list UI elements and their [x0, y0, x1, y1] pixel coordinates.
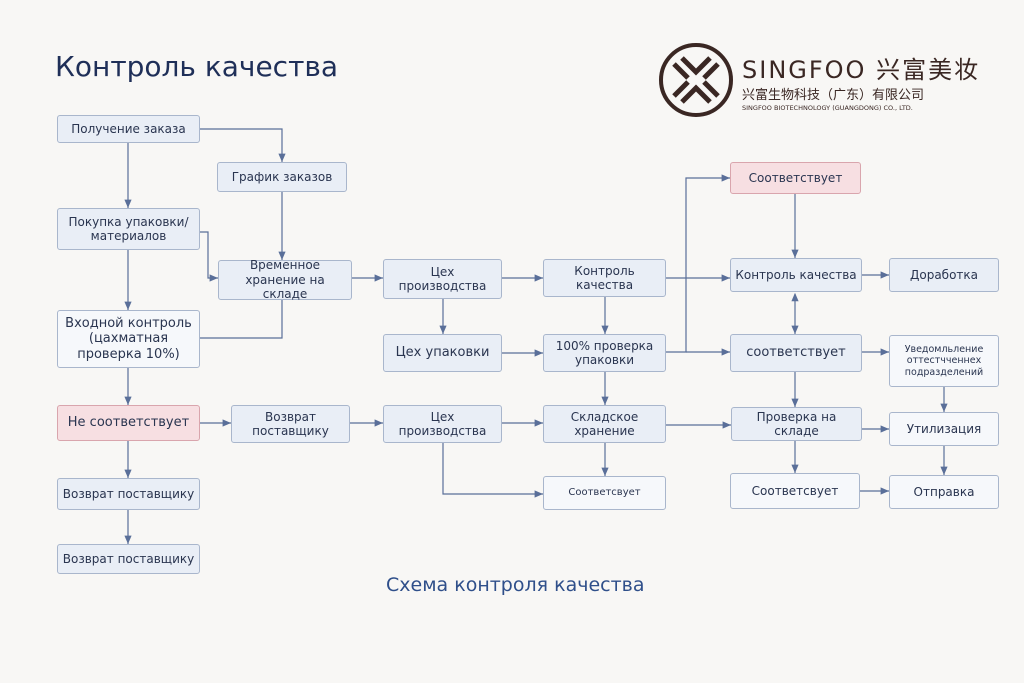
step-rework: Доработка	[889, 258, 999, 292]
step-quality-control-2: Контроль качества	[730, 258, 862, 292]
diagram-caption: Схема контроля качества	[386, 574, 645, 596]
step-conforms-pink: Соответствует	[730, 162, 861, 194]
brand-name: SINGFOO 兴富美妆	[742, 56, 981, 84]
step-return-supplier-1: Возврат поставщику	[57, 478, 200, 510]
step-incoming-inspection: Входной контроль (цахматная проверка 10%…	[57, 310, 200, 368]
step-temp-storage: Временное хранение на складе	[218, 258, 352, 301]
step-production-1: Цех производства	[383, 259, 502, 299]
step-warehouse-storage: Складское хранение	[543, 405, 666, 443]
company-name-cn: 兴富生物科技（广东）有限公司	[742, 88, 925, 103]
step-return-supplier-2: Возврат поставщику	[57, 544, 200, 574]
step-return-supplier-mid: Возврат поставщику	[231, 405, 350, 443]
step-non-conforming: Не соответствует	[57, 405, 200, 441]
singfoo-logo-icon	[659, 43, 733, 117]
step-packaging: Цех упаковки	[383, 334, 502, 372]
step-order-schedule: График заказов	[217, 162, 347, 192]
step-receive-order: Получение заказа	[57, 115, 200, 143]
step-quality-control-1: Контроль качества	[543, 259, 666, 297]
company-name-en: SINGFOO BIOTECHNOLOGY (GUANGDONG) CO., L…	[742, 104, 913, 112]
step-notify-departments: Уведомльление оттестчченнех подразделени…	[889, 335, 999, 387]
step-production-2: Цех производства	[383, 405, 502, 443]
step-conforms-3: Соответсвует	[730, 473, 860, 509]
page-title: Контроль качества	[55, 50, 339, 83]
step-disposal: Утилизация	[889, 412, 999, 446]
step-purchase-materials: Покупка упаковки/ материалов	[57, 208, 200, 250]
step-full-pack-check: 100% проверка упаковки	[543, 334, 666, 372]
step-shipping: Отправка	[889, 475, 999, 509]
step-warehouse-check: Проверка на складе	[731, 407, 862, 441]
step-conforms-2: соответствует	[730, 334, 862, 372]
step-conforms-1: Соответсвует	[543, 476, 666, 510]
